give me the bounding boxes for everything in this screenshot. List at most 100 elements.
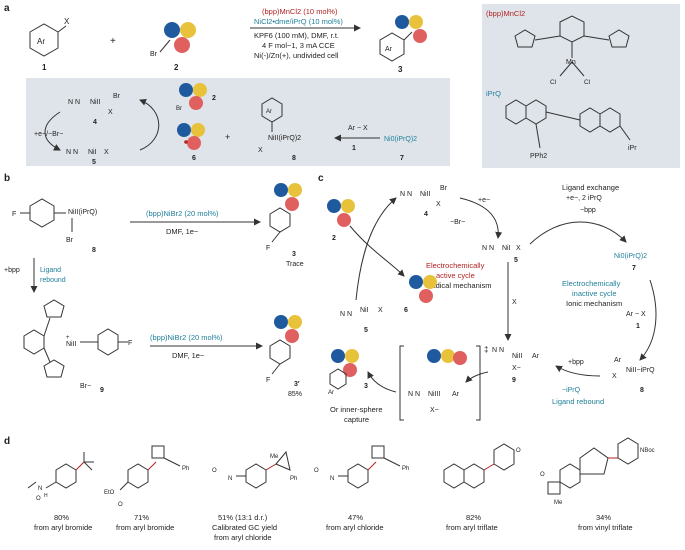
c-9: 9	[512, 377, 516, 384]
ni-ii-9: NiII	[66, 341, 77, 348]
d1-h: H	[44, 493, 48, 499]
c-xminus-9: X−	[512, 365, 521, 372]
compound-3-number: 3	[398, 65, 403, 74]
ligand-label-1: Ligand	[40, 267, 61, 274]
complex-9-number: 9	[100, 387, 104, 394]
c-rebound-arrow	[555, 365, 601, 377]
c-ar-ts: Ar	[452, 391, 460, 398]
c-inactive-2: inactive cycle	[572, 289, 617, 298]
d2-eto: EtO	[104, 490, 115, 496]
c-8: 8	[640, 387, 644, 394]
ni-prq-8: NiII(iPrQ)	[68, 209, 97, 216]
ts-bracket-left	[399, 345, 404, 421]
plus-9: +	[66, 335, 70, 341]
c-capture-arrow	[465, 371, 489, 383]
d2-yield: 71%	[134, 513, 149, 522]
arx-label: Ar − X	[348, 125, 368, 132]
ni-ii-4: NiII	[90, 99, 101, 106]
c-re-arrow	[367, 371, 397, 393]
d4-source: from aryl chloride	[326, 523, 384, 532]
br-8: Br	[66, 237, 74, 244]
d4-n: N	[330, 476, 334, 482]
pph2-label: PPh2	[530, 153, 547, 160]
c-x-4: X	[436, 201, 441, 208]
c-minus-prq: −iPrQ	[562, 387, 581, 394]
d6-o: O	[540, 472, 545, 478]
c-oa-left-arrow	[355, 197, 397, 301]
ni0-label: Ni0(iPrQ)2	[384, 136, 417, 143]
c-6: 6	[404, 307, 408, 314]
d4-o: O	[314, 468, 319, 474]
c-ar-3: Ar	[328, 390, 334, 396]
c-3: 3	[364, 383, 368, 390]
c-inner-2: capture	[344, 415, 369, 424]
ni-cycle	[44, 98, 160, 151]
c-active-1: Electrochemically	[426, 261, 485, 270]
c-inactive-1: Electrochemically	[562, 279, 621, 288]
d1-o: O	[36, 496, 41, 502]
c-5b: 5	[364, 327, 368, 334]
d6-source: from vinyl triflate	[578, 523, 633, 532]
panel-d-label: d	[4, 436, 10, 447]
ar-label-product: Ar	[385, 46, 393, 53]
alkyl-bromide-2	[159, 22, 196, 53]
c-2: 2	[332, 235, 336, 242]
product-3-trace	[269, 183, 302, 243]
d3-o: O	[212, 468, 217, 474]
c-br-out: −Br−	[450, 219, 465, 226]
panel-c-label: c	[318, 173, 324, 184]
c-ni-iii-ts: NiIII	[428, 391, 441, 398]
b-cond-bottom-2: DMF, 1e−	[172, 351, 205, 360]
c-br-4: Br	[440, 185, 448, 192]
ts-bracket-right	[476, 345, 481, 421]
nn-ligand-5: N N	[66, 149, 78, 156]
x-on-4: X	[108, 109, 113, 116]
c-ar-8: Ar	[614, 357, 622, 364]
d3-ph: Ph	[290, 476, 297, 482]
c-lx-detail: +e−, 2 iPrQ	[566, 195, 602, 202]
c-xminus-ts: X−	[430, 407, 439, 414]
ar-label: Ar	[37, 37, 45, 46]
ni-i-5: NiI	[88, 149, 97, 156]
product-3p-number: 3′	[294, 381, 300, 388]
d5-yield: 82%	[466, 513, 481, 522]
c-arx: Ar − X	[626, 311, 646, 318]
c-nn-9: N N	[492, 347, 504, 354]
d5-source: from aryl triflate	[446, 523, 498, 532]
c-xat-arrow	[349, 225, 405, 277]
c-ionic: Ionic mechanism	[566, 299, 622, 308]
br-label: Br	[150, 51, 158, 58]
c-4: 4	[424, 211, 428, 218]
f-label-3p: F	[266, 377, 270, 384]
d1-nh: N	[38, 486, 42, 492]
c-plus-bpp: +bpp	[568, 359, 584, 366]
panel-b-label: b	[4, 173, 10, 184]
c-minus-bpp: −bpp	[580, 207, 596, 214]
d3-yield: 51% (13:1 d.r.)	[218, 513, 268, 522]
d1-source: from aryl bromide	[34, 523, 92, 532]
complex-9	[23, 299, 128, 378]
c-ni-ii-4: NiII	[420, 191, 431, 198]
c-radical: Radical mechanism	[426, 281, 491, 290]
d2-source: from aryl bromide	[116, 523, 174, 532]
c-ni-i-5: NiI	[502, 245, 511, 252]
complex-8	[20, 198, 73, 232]
c-ligand-exchange-arrow	[529, 221, 627, 245]
cycle-br: Br	[176, 106, 182, 112]
c-1: 1	[636, 323, 640, 330]
d4-yield: 47%	[348, 513, 363, 522]
mn-atom: Mn	[566, 59, 576, 66]
ipr-label: iPr	[628, 145, 637, 152]
cycle-2: 2	[212, 95, 216, 102]
product-3-number: 3	[292, 251, 296, 258]
c-inner-1: Or inner-sphere	[330, 405, 383, 414]
cycle-6: 6	[192, 155, 196, 162]
cycle-5: 5	[92, 159, 96, 166]
compound-1-number: 1	[42, 63, 47, 72]
c-5: 5	[514, 257, 518, 264]
product-3-prime	[269, 315, 302, 375]
x-on-5: X	[104, 149, 109, 156]
d3-source2: from aryl chloride	[214, 533, 272, 542]
c-x-5: X	[516, 245, 521, 252]
